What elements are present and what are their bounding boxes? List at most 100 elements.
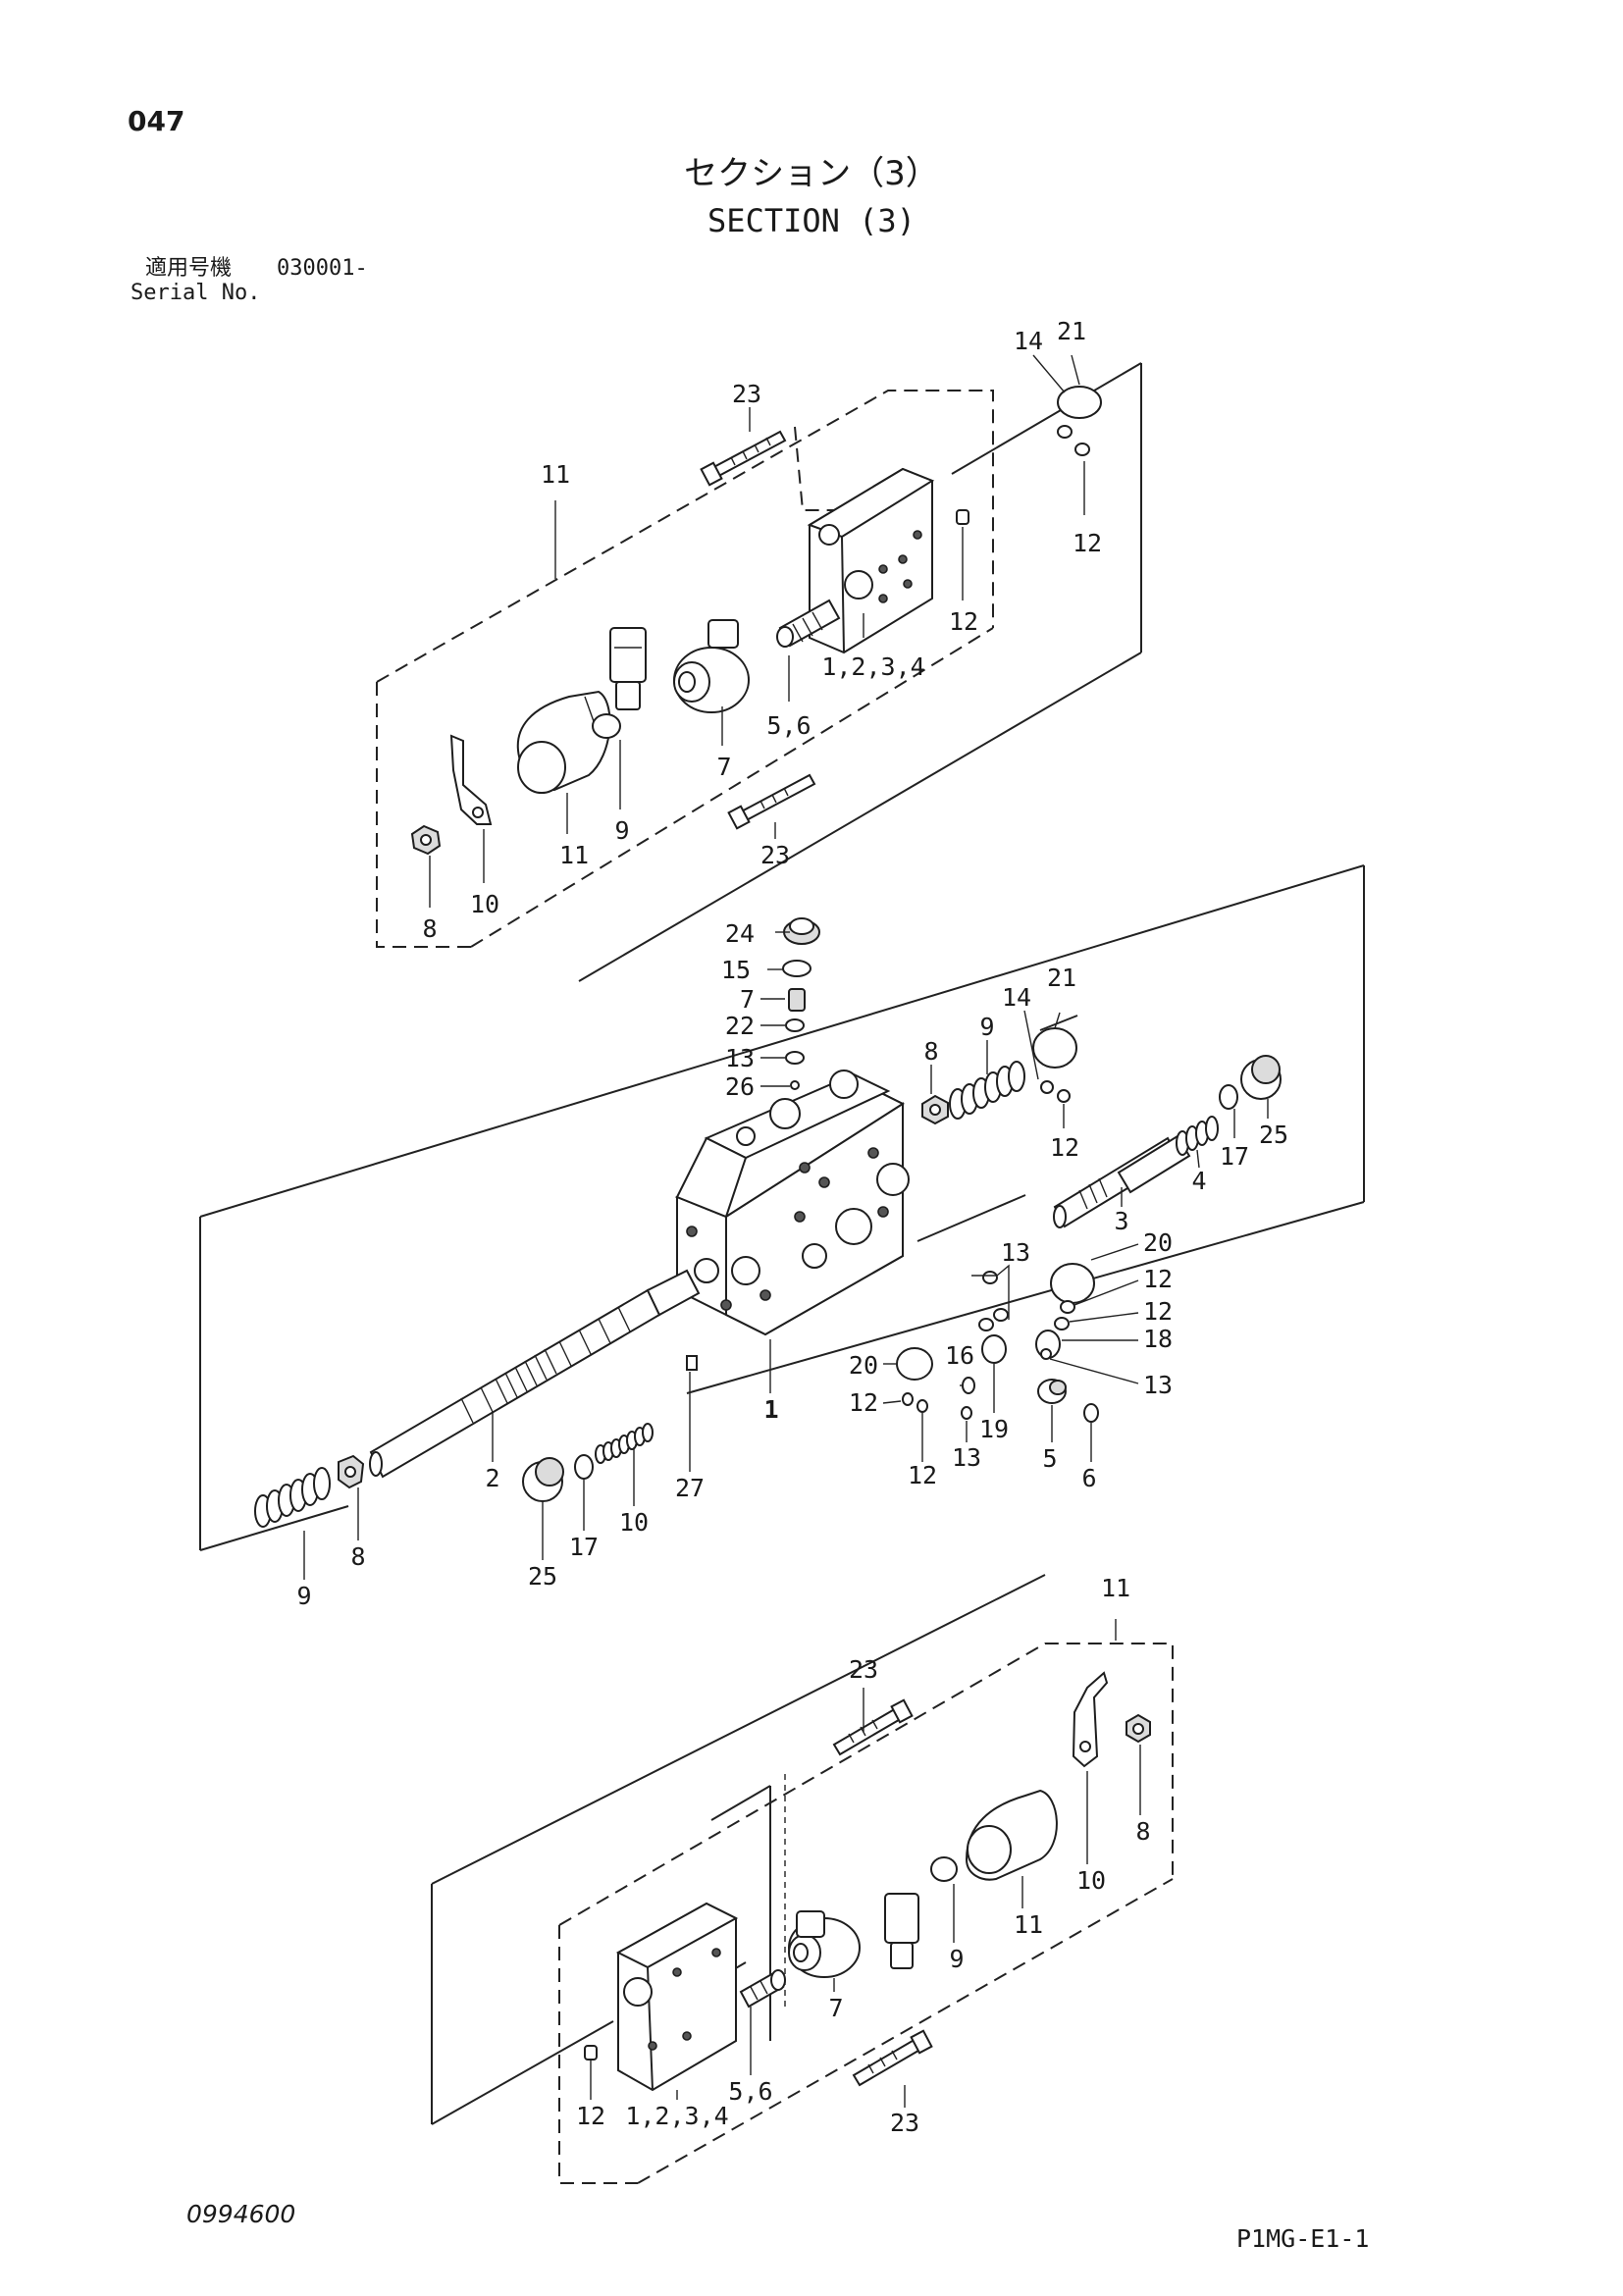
callout-top-12-right: 12 bbox=[1073, 529, 1102, 557]
callout-mid-12-b: 12 bbox=[1143, 1297, 1173, 1326]
o-ring-14-middle bbox=[1040, 1080, 1054, 1094]
callout-mid-8-right: 8 bbox=[923, 1037, 938, 1066]
main-valve-body bbox=[674, 1070, 910, 1336]
callout-mid-21: 21 bbox=[1047, 964, 1076, 992]
serial-value: 030001- bbox=[277, 256, 368, 281]
plug-27 bbox=[686, 1355, 698, 1371]
callout-bot-23-upper: 23 bbox=[849, 1655, 878, 1684]
callout-mid-15: 15 bbox=[721, 956, 751, 984]
spring-9-left bbox=[254, 1467, 331, 1528]
callout-top-14: 14 bbox=[1014, 327, 1043, 355]
callout-mid-13-cluster: 13 bbox=[1001, 1238, 1030, 1267]
callout-mid-22: 22 bbox=[725, 1012, 755, 1040]
bottom-snap-ring-9 bbox=[930, 1856, 958, 1882]
callout-mid-25-upper: 25 bbox=[1259, 1121, 1288, 1149]
callout-mid-9-left: 9 bbox=[296, 1582, 311, 1610]
callout-mid-9-right: 9 bbox=[979, 1013, 994, 1041]
callout-mid-6: 6 bbox=[1081, 1464, 1096, 1492]
top-cable-connector bbox=[609, 538, 733, 710]
spring-10 bbox=[595, 1423, 654, 1464]
serial-label-english: Serial No. bbox=[131, 281, 260, 305]
callout-mid-17-upper: 17 bbox=[1220, 1142, 1249, 1171]
callout-bot-1234: 1,2,3,4 bbox=[625, 2102, 728, 2130]
bottom-assembly-outline bbox=[558, 1643, 1174, 1926]
callout-mid-12-top: 12 bbox=[1050, 1133, 1079, 1162]
callout-mid-26: 26 bbox=[725, 1072, 755, 1101]
title-japanese: セクション（3） bbox=[684, 154, 939, 193]
callout-top-7: 7 bbox=[716, 753, 731, 781]
bottom-coil bbox=[788, 1910, 861, 1978]
callout-top-9: 9 bbox=[614, 816, 629, 845]
middle-valve-section: 24 15 7 22 13 26 8 9 14 21 12 25 4 17 3 … bbox=[199, 864, 1365, 1610]
callout-mid-12-left: 12 bbox=[849, 1388, 878, 1417]
plug-6 bbox=[1083, 1403, 1099, 1423]
page-number: 047 bbox=[128, 105, 184, 137]
top-valve-block bbox=[807, 467, 935, 654]
o-ring-16 bbox=[962, 1377, 975, 1394]
bottom-bolt-upper bbox=[832, 1698, 914, 1756]
callout-mid-3: 3 bbox=[1114, 1207, 1128, 1235]
seat-8-left bbox=[338, 1454, 365, 1489]
spring-9-right bbox=[949, 1061, 1025, 1120]
spring-4 bbox=[1176, 1116, 1219, 1156]
bottom-valve-block bbox=[615, 1902, 739, 2092]
o-ring-17-upper bbox=[1219, 1084, 1238, 1110]
callout-top-23-lower: 23 bbox=[760, 841, 790, 869]
callout-bot-10: 10 bbox=[1076, 1866, 1106, 1895]
callout-bot-7: 7 bbox=[828, 1994, 843, 2022]
o-ring-19 bbox=[981, 1334, 1007, 1364]
callout-mid-5: 5 bbox=[1042, 1444, 1057, 1473]
callout-bot-11-lower: 11 bbox=[1014, 1910, 1043, 1939]
callout-bot-12: 12 bbox=[576, 2102, 605, 2130]
callout-top-21: 21 bbox=[1057, 317, 1086, 345]
callout-mid-12-bottom: 12 bbox=[908, 1461, 937, 1489]
callout-mid-13-top: 13 bbox=[725, 1044, 755, 1072]
callout-top-1234: 1,2,3,4 bbox=[821, 652, 924, 681]
top-o-rings bbox=[1057, 386, 1102, 456]
o-ring-17-lower bbox=[574, 1454, 594, 1480]
callout-bot-56: 5,6 bbox=[728, 2077, 772, 2106]
top-plug-stack bbox=[782, 917, 820, 1090]
top-coil bbox=[673, 619, 750, 713]
o-ring-13-cluster bbox=[982, 1271, 998, 1284]
callout-top-23-upper: 23 bbox=[732, 380, 761, 408]
top-bolt-upper bbox=[700, 430, 787, 487]
pilot-spool-3 bbox=[1053, 1134, 1191, 1228]
o-ring-20-left bbox=[896, 1347, 933, 1381]
callout-mid-13-bottom: 13 bbox=[952, 1443, 981, 1472]
o-ring-20-right bbox=[1050, 1263, 1095, 1304]
callout-mid-17-lower: 17 bbox=[569, 1533, 599, 1561]
callout-bot-9: 9 bbox=[949, 1945, 964, 1973]
main-spool bbox=[369, 1269, 701, 1479]
top-bracket-10 bbox=[449, 734, 493, 825]
bottom-nut-8 bbox=[1126, 1713, 1151, 1744]
callout-top-11-lower: 11 bbox=[559, 841, 589, 869]
callout-top-12-plug: 12 bbox=[949, 607, 978, 636]
seat-8-right bbox=[921, 1094, 949, 1125]
callout-mid-8-left: 8 bbox=[350, 1542, 365, 1571]
callout-mid-16: 16 bbox=[945, 1341, 974, 1370]
callout-mid-10: 10 bbox=[619, 1508, 649, 1537]
bottom-bolt-lower bbox=[852, 2029, 933, 2087]
callout-top-56: 5,6 bbox=[766, 711, 811, 740]
title-english: SECTION (3) bbox=[707, 202, 916, 239]
top-snap-ring-9 bbox=[592, 713, 621, 739]
reference-code: P1MG-E1-1 bbox=[1236, 2224, 1369, 2253]
fitting-5 bbox=[1037, 1379, 1067, 1404]
bottom-bracket-10 bbox=[1072, 1671, 1109, 1768]
callout-mid-20-right: 20 bbox=[1143, 1228, 1173, 1257]
callout-bot-11-top: 11 bbox=[1101, 1574, 1130, 1602]
callout-mid-25-lower: 25 bbox=[528, 1562, 557, 1591]
callout-mid-1: 1 bbox=[763, 1395, 778, 1424]
callout-mid-20-left: 20 bbox=[849, 1351, 878, 1380]
callout-mid-12-a: 12 bbox=[1143, 1265, 1173, 1293]
bottom-plug-12 bbox=[584, 2045, 598, 2061]
callout-top-10: 10 bbox=[470, 890, 499, 918]
bottom-solenoid-assembly: 11 23 8 10 11 9 7 12 1,2,3,4 5,6 23 bbox=[431, 1574, 1174, 2184]
bottom-cable-connector bbox=[806, 1822, 919, 1969]
top-solenoid-assembly: 23 11 14 21 12 12 1,2,3,4 5,6 7 9 11 10 … bbox=[376, 317, 1142, 982]
callout-top-11-upper: 11 bbox=[541, 460, 570, 489]
top-cover bbox=[516, 690, 611, 794]
o-ring-21-middle bbox=[1032, 1027, 1077, 1069]
